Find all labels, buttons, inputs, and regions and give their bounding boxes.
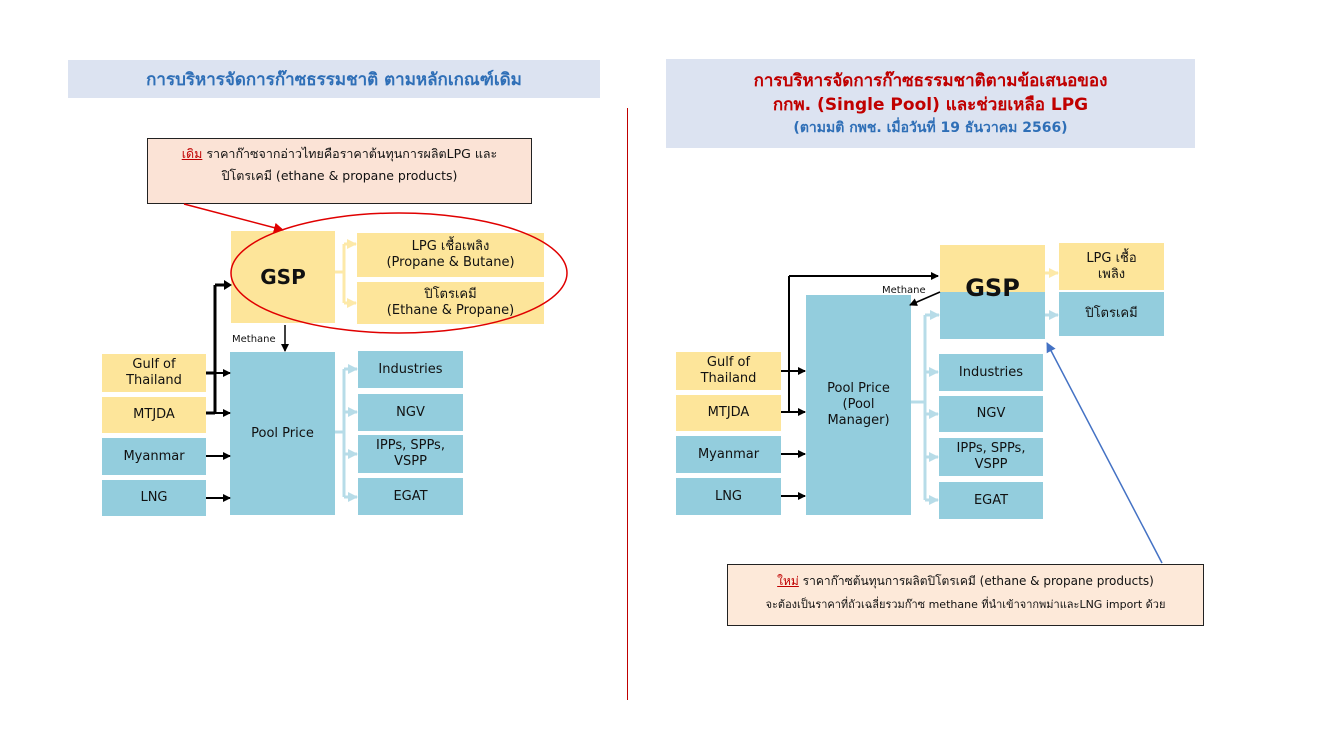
output-label: IPPs, SPPs, VSPP bbox=[376, 438, 445, 469]
output-label: NGV bbox=[396, 404, 425, 420]
right-pool-line3: Manager) bbox=[827, 413, 890, 428]
right-output-petrochemical: ปิโตรเคมี bbox=[1059, 292, 1164, 336]
left-pool-label: Pool Price bbox=[251, 425, 314, 441]
right-source-label: Myanmar bbox=[697, 446, 760, 462]
right-source-label: Gulf of Thailand bbox=[700, 355, 757, 386]
left-source-label: LNG bbox=[140, 490, 168, 505]
right-output-ipps: IPPs, SPPs, VSPP bbox=[939, 438, 1043, 476]
left-output-industries: Industries bbox=[358, 351, 463, 388]
left-note-line2: ปิโตรเคมี (ethane & propane products) bbox=[221, 168, 458, 183]
left-output-ipps: IPPs, SPPs, VSPP bbox=[358, 435, 463, 473]
right-title-line3: (ตามมติ กพช. เมื่อวันที่ 19 ธันวาคม 2566… bbox=[793, 119, 1068, 136]
left-note: เดิม ราคาก๊าซจากอ่าวไทยคือราคาต้นทุนการผ… bbox=[147, 138, 532, 204]
left-methane-label: Methane bbox=[232, 334, 276, 345]
right-pool-price-box: Pool Price (Pool Manager) bbox=[806, 295, 911, 515]
right-output-egat: EGAT bbox=[939, 482, 1043, 519]
right-note-tag: ใหม่ bbox=[777, 574, 799, 588]
output-label: IPPs, SPPs, VSPP bbox=[956, 441, 1026, 472]
right-pool-line1: Pool Price bbox=[827, 381, 890, 396]
output-line1: ปิโตรเคมี bbox=[424, 287, 477, 302]
left-source-mtjda: MTJDA bbox=[102, 397, 206, 433]
right-source-to-gsp-connector bbox=[781, 272, 939, 413]
right-source-myanmar: Myanmar bbox=[676, 436, 781, 473]
left-note-tag: เดิม bbox=[181, 146, 203, 161]
left-source-to-pool-arrows bbox=[206, 369, 231, 502]
right-source-mtjda: MTJDA bbox=[676, 395, 781, 431]
left-output-petrochemical: ปิโตรเคมี (Ethane & Propane) bbox=[357, 282, 544, 324]
right-gsp-label: GSP bbox=[965, 274, 1020, 302]
left-title-banner: การบริหารจัดการก๊าซธรรมชาติ ตามหลักเกณฑ์… bbox=[68, 60, 600, 98]
right-source-to-pool-arrows bbox=[781, 367, 806, 500]
left-output-egat: EGAT bbox=[358, 478, 463, 515]
right-title-line2: กกพ. (Single Pool) และช่วยเหลือ LPG bbox=[772, 94, 1089, 115]
left-source-label: Gulf of Thailand bbox=[126, 357, 182, 388]
left-gsp-label: GSP bbox=[260, 265, 306, 289]
output-line2: (Ethane & Propane) bbox=[386, 303, 515, 318]
output-line2: (Propane & Butane) bbox=[386, 255, 515, 270]
right-pool-output-connectors bbox=[911, 310, 940, 505]
output-line1: LPG เชื้อเพลิง bbox=[411, 239, 490, 254]
right-note-line1: ราคาก๊าซต้นทุนการผลิตปิโตรเคมี (ethane &… bbox=[798, 574, 1154, 588]
left-source-to-gsp-connector bbox=[206, 283, 228, 415]
output-label: NGV bbox=[976, 406, 1006, 421]
right-output-ngv: NGV bbox=[939, 396, 1043, 432]
output-label: EGAT bbox=[393, 488, 428, 504]
right-note-pointer-arrow bbox=[1046, 342, 1163, 564]
left-gsp-arrowhead bbox=[224, 280, 232, 290]
panel-divider bbox=[627, 108, 628, 700]
left-pool-price-box: Pool Price bbox=[230, 352, 335, 515]
right-note-line2: จะต้องเป็นราคาที่ถัวเฉลี่ยรวมก๊าซ methan… bbox=[765, 598, 1166, 611]
output-label: Industries bbox=[958, 364, 1024, 380]
left-source-myanmar: Myanmar bbox=[102, 438, 206, 475]
left-highlight-ellipse bbox=[230, 212, 568, 334]
output-label: ปิโตรเคมี bbox=[1085, 306, 1138, 321]
right-pool-line2: (Pool bbox=[842, 397, 875, 412]
right-source-gulf-of-thailand: Gulf of Thailand bbox=[676, 352, 781, 390]
output-label: LPG เชื้อเพลิง bbox=[1086, 250, 1137, 282]
left-output-ngv: NGV bbox=[358, 394, 463, 431]
left-gsp-output-connectors bbox=[335, 239, 357, 308]
left-title: การบริหารจัดการก๊าซธรรมชาติ ตามหลักเกณฑ์… bbox=[146, 69, 522, 90]
right-output-lpg: LPG เชื้อเพลิง bbox=[1059, 243, 1164, 290]
left-pool-output-connectors bbox=[335, 364, 358, 502]
output-label: Industries bbox=[378, 361, 443, 377]
right-source-lng: LNG bbox=[676, 478, 781, 515]
left-note-line1: ราคาก๊าซจากอ่าวไทยคือราคาต้นทุนการผลิตLP… bbox=[202, 146, 498, 161]
right-gsp-box bbox=[940, 245, 1045, 292]
right-methane-arrow bbox=[909, 291, 941, 306]
right-output-industries: Industries bbox=[939, 354, 1043, 391]
left-note-pointer-arrow bbox=[183, 203, 284, 233]
right-title-banner: การบริหารจัดการก๊าซธรรมชาติตามข้อเสนอของ… bbox=[666, 59, 1195, 148]
right-source-label: LNG bbox=[714, 488, 743, 504]
right-gsp-lower-box bbox=[940, 292, 1045, 339]
right-source-label: MTJDA bbox=[707, 405, 750, 420]
output-label: EGAT bbox=[973, 492, 1009, 508]
left-source-gulf-of-thailand: Gulf of Thailand bbox=[102, 354, 206, 392]
right-title-line1: การบริหารจัดการก๊าซธรรมชาติตามข้อเสนอของ bbox=[753, 70, 1108, 91]
left-source-label: MTJDA bbox=[133, 407, 175, 422]
right-note: ใหม่ ราคาก๊าซต้นทุนการผลิตปิโตรเคมี (eth… bbox=[727, 564, 1204, 626]
right-methane-label: Methane bbox=[882, 285, 926, 296]
left-source-lng: LNG bbox=[102, 480, 206, 516]
left-source-label: Myanmar bbox=[123, 448, 185, 464]
left-output-lpg: LPG เชื้อเพลิง (Propane & Butane) bbox=[357, 233, 544, 277]
